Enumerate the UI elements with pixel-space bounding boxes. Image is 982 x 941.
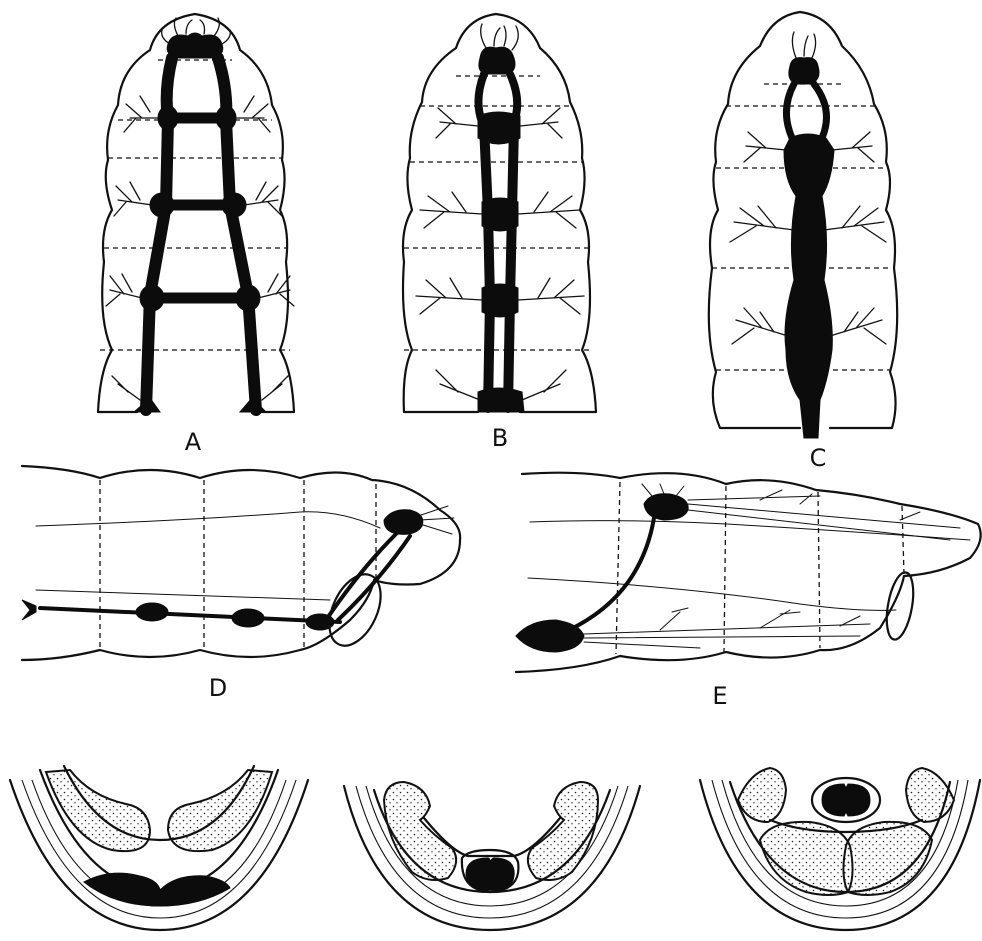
- panel-e-label: E: [712, 682, 727, 710]
- panel-b-cerebral-ganglion: [479, 47, 515, 74]
- panel-d-ventral-cord: [40, 608, 340, 622]
- panel-d-head-nerves: [418, 506, 454, 534]
- panel-e-connective: [560, 518, 654, 634]
- cross-section-left-longitudinal-muscle-left: [46, 770, 150, 851]
- panel-e-subesophageal-ganglion: [516, 620, 584, 652]
- cross-section-left: [10, 766, 308, 930]
- panel-b-paired-cord: [484, 126, 514, 408]
- panel-c-label: C: [810, 444, 827, 472]
- cross-section-right-dorsal-muscle-right: [906, 768, 954, 822]
- panel-d-body-outline: [22, 466, 460, 660]
- cross-section-left-ventral-cords: [84, 873, 230, 906]
- cross-section-right: [700, 768, 980, 930]
- panel-b-head-nerves: [481, 24, 519, 50]
- cross-section-right-nerve-cord: [822, 784, 870, 816]
- panel-e-ventral-nerves: [584, 608, 870, 648]
- panel-d-lateral-view-ventral-cord: D: [22, 466, 460, 702]
- cross-section-middle-longitudinal-muscle-right: [528, 782, 598, 880]
- panel-d-cerebral-ganglion: [384, 510, 423, 535]
- panel-d-body-contours: [36, 512, 380, 600]
- panel-c-head-nerves: [792, 32, 815, 58]
- panel-d-connectives: [326, 534, 410, 620]
- cross-section-middle-nerve-cord: [466, 858, 514, 890]
- cross-section-left-longitudinal-muscle-right: [168, 770, 272, 851]
- panel-a-body-outline: [98, 14, 294, 412]
- panel-b-lateral-nerves: [416, 108, 584, 400]
- panel-a-ladder-nerve-cord: A: [98, 14, 294, 456]
- panel-c-cerebral-ganglion: [789, 58, 819, 84]
- panel-c-fused-nerve-cord: C: [709, 12, 897, 472]
- panel-a-label: A: [185, 428, 202, 456]
- panel-e-mouth-opening: [882, 570, 917, 641]
- panel-d-label: D: [209, 674, 227, 702]
- cross-section-right-dorsal-muscle-left: [738, 768, 786, 822]
- panel-c-circumesophageal-connectives: [786, 84, 826, 138]
- cross-section-middle: [344, 782, 640, 930]
- cross-section-middle-longitudinal-muscle-left: [384, 782, 456, 880]
- panel-b-partially-fused-nerve-cord: B: [403, 14, 596, 452]
- panel-e-body-contours: [528, 521, 970, 611]
- panel-b-label: B: [492, 424, 508, 452]
- panel-c-single-nerve-cord: [784, 134, 834, 438]
- panel-e-dorsal-nerves: [642, 484, 960, 540]
- panel-e-lateral-view-brain-migration: E: [516, 473, 981, 710]
- panel-e-cerebral-ganglion: [644, 494, 688, 520]
